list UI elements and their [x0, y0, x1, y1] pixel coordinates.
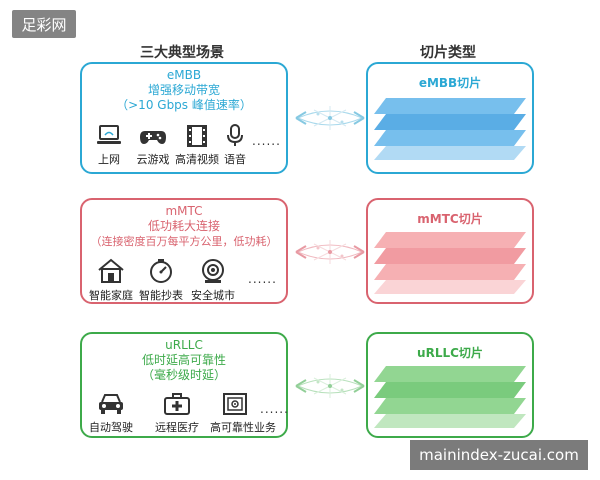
- scenario-title: mMTC: [165, 204, 203, 218]
- icon-label: 高清视频: [175, 153, 219, 166]
- car-icon: [99, 394, 123, 414]
- icon-item-web: 上网: [84, 124, 134, 167]
- icon-label: 安全城市: [191, 289, 235, 302]
- icon-label: 上网: [98, 153, 120, 166]
- connector-embb: [295, 106, 365, 130]
- icon-label: 高可靠性业务: [210, 421, 276, 434]
- slice-panel-mmtc: mMTC切片: [366, 198, 534, 304]
- connector-mmtc: [295, 240, 365, 264]
- icon-label: 自动驾驶: [89, 421, 133, 434]
- scenario-desc: 低时延高可靠性: [141, 353, 226, 367]
- slice-title: eMBB切片: [418, 76, 482, 90]
- icon-label: 远程医疗: [155, 421, 199, 434]
- scenario-title: uRLLC: [165, 338, 203, 352]
- slice-title: mMTC切片: [417, 212, 483, 226]
- icon-item-telemedicine: 远程医疗: [152, 392, 202, 435]
- scenario-desc: 低功耗大连接: [147, 219, 220, 233]
- house-icon: [98, 258, 124, 283]
- scenario-detail: （连接密度百万每平方公里，低功耗）: [90, 235, 278, 248]
- slice-layers-mmtc: [374, 232, 526, 294]
- gamepad-icon: [140, 131, 166, 144]
- icon-label: 语音: [224, 153, 246, 166]
- more-ellipsis: ......: [260, 402, 289, 416]
- icon-label: 智能抄表: [139, 289, 183, 302]
- icon-item-autonomous-driving: 自动驾驶: [86, 392, 136, 435]
- scenario-detail: （>10 Gbps 峰值速率）: [116, 98, 252, 112]
- scenario-panel-mmtc: mMTC 低功耗大连接 （连接密度百万每平方公里，低功耗） 智能家庭 智能抄表 …: [80, 198, 288, 304]
- scenario-panel-embb: eMBB 增强移动带宽 （>10 Gbps 峰值速率） 上网 云游戏 高清视频: [80, 62, 288, 174]
- icon-item-smart-meter: 智能抄表: [136, 258, 186, 303]
- more-ellipsis: ......: [248, 272, 277, 286]
- scenario-detail: （毫秒级时延）: [141, 368, 226, 382]
- icon-item-hd-video: 高清视频: [172, 124, 222, 167]
- icon-item-voice: 语音: [210, 124, 260, 167]
- watermark-bottom: mainindex-zucai.com: [410, 440, 588, 470]
- medical-kit-icon: [164, 393, 190, 415]
- icon-item-safe-city: 安全城市: [188, 258, 238, 303]
- connector-urllc: [295, 374, 365, 398]
- scenarios-header: 三大典型场景: [140, 45, 224, 61]
- scenario-panel-urllc: uRLLC 低时延高可靠性 （毫秒级时延） 自动驾驶 远程医疗 高可靠性业务 .…: [80, 332, 288, 438]
- icon-label: 云游戏: [136, 153, 170, 166]
- meter-icon: [150, 259, 172, 283]
- slice-layers-urllc: [374, 366, 526, 428]
- more-ellipsis: ......: [252, 134, 281, 148]
- slice-panel-urllc: uRLLC切片: [366, 332, 534, 438]
- safe-icon: [223, 393, 247, 415]
- scenario-desc: 增强移动带宽: [147, 83, 220, 97]
- laptop-icon: [97, 125, 121, 144]
- icon-item-high-reliability: 高可靠性业务: [210, 392, 276, 435]
- icon-item-smart-home: 智能家庭: [86, 258, 136, 303]
- icon-label: 智能家庭: [89, 289, 133, 302]
- microphone-icon: [227, 124, 243, 146]
- slice-title: uRLLC切片: [417, 346, 483, 360]
- scenario-title: eMBB: [166, 68, 202, 82]
- slices-header: 切片类型: [420, 45, 476, 61]
- camera-icon: [202, 259, 224, 283]
- icon-item-cloud-game: 云游戏: [128, 124, 178, 167]
- watermark-top: 足彩网: [12, 10, 76, 38]
- slice-layers-embb: [374, 98, 526, 160]
- slice-panel-embb: eMBB切片: [366, 62, 534, 174]
- film-icon: [187, 125, 207, 147]
